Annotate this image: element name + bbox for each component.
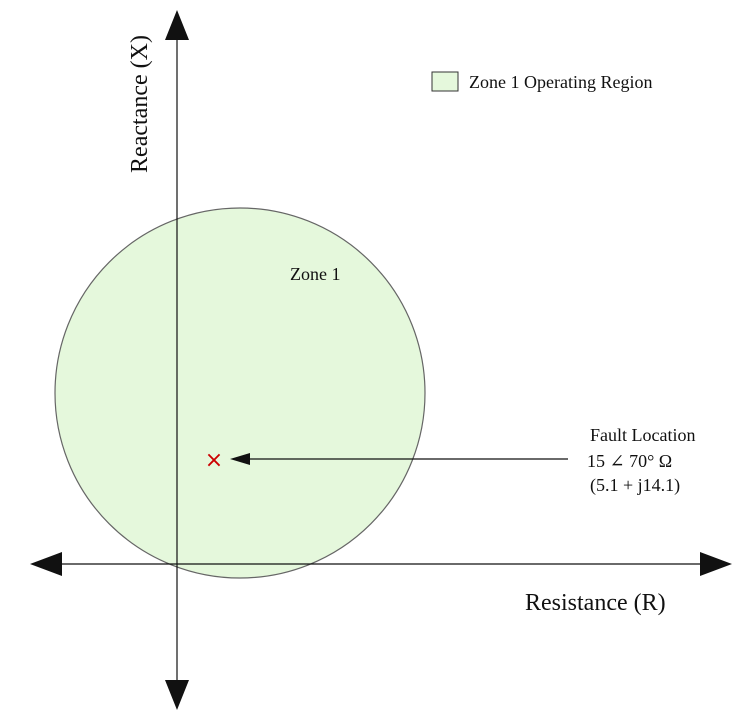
zone-1-label: Zone 1: [290, 264, 340, 284]
fault-title: Fault Location: [590, 425, 695, 445]
fault-pointer-arrowhead: [230, 453, 250, 465]
resistance-axis-arrow-right: [700, 552, 732, 576]
resistance-axis-arrow-left: [30, 552, 62, 576]
legend-label: Zone 1 Operating Region: [469, 72, 652, 92]
fault-polar-value: 15 ∠ 70° Ω: [587, 451, 672, 471]
legend-swatch: [431, 71, 459, 92]
fault-marker-icon: ×: [205, 448, 223, 473]
reactance-axis-label: Reactance (X): [127, 35, 153, 173]
reactance-axis-arrow-top: [165, 10, 189, 40]
fault-rectangular-value: (5.1 + j14.1): [590, 475, 680, 496]
reactance-axis-arrow-bottom: [165, 680, 189, 710]
zone-1-circle: [54, 207, 426, 579]
resistance-axis-label: Resistance (R): [525, 590, 666, 616]
